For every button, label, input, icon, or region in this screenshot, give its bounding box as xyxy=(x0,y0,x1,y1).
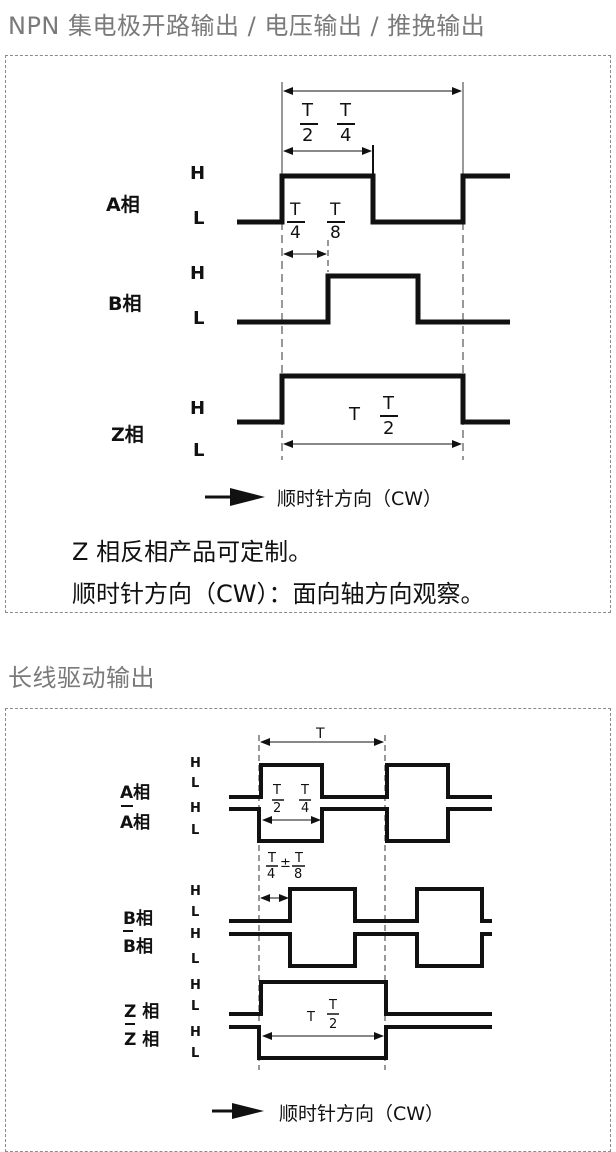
note-cw-definition: 顺时针方向（CW）：面向轴方向观察。 xyxy=(72,580,485,608)
section-title-line-driver: 长线驱动输出 xyxy=(8,664,155,692)
level-low: L xyxy=(191,905,200,920)
plus-minus-sign: ± xyxy=(280,856,291,871)
phase-label-b-inverted: B相 xyxy=(123,937,153,957)
phase-label-a: A相 xyxy=(120,783,151,803)
level-low: L xyxy=(191,1046,200,1061)
frac-den: 8 xyxy=(330,223,341,243)
level-low-a: L xyxy=(193,208,205,229)
npn-timing-diagram xyxy=(205,82,510,506)
phase-label-z-inverted: Z 相 xyxy=(124,1030,160,1050)
level-low: L xyxy=(191,999,200,1014)
frac-den: 4 xyxy=(301,801,310,816)
frac-den: 2 xyxy=(273,801,282,816)
phase-label-b: B相 xyxy=(123,909,153,929)
z-width-label: T xyxy=(349,404,360,425)
frac-den: 4 xyxy=(340,125,352,146)
level-low-b: L xyxy=(193,308,205,329)
section-title-npn: NPN 集电极开路输出 / 电压输出 / 推挽输出 xyxy=(8,12,486,40)
diagram-frame-line-driver xyxy=(5,708,611,1152)
level-high: H xyxy=(190,756,201,771)
frac-den: 2 xyxy=(329,1017,338,1032)
frac-den: 4 xyxy=(267,867,276,882)
z-width-label: T xyxy=(307,1010,315,1025)
frac-num: T xyxy=(302,100,313,121)
level-high: H xyxy=(190,801,201,816)
phase-label-a: A相 xyxy=(106,194,140,216)
frac-num: T xyxy=(383,393,394,414)
frac-num: T xyxy=(295,851,303,866)
level-high: H xyxy=(190,978,201,993)
frac-num: T xyxy=(340,100,351,121)
frac-den: 4 xyxy=(290,223,301,243)
direction-label-cw: 顺时针方向（CW） xyxy=(277,488,443,510)
level-low-z: L xyxy=(193,440,205,461)
frac-num: T xyxy=(273,783,281,798)
frac-num: T xyxy=(301,783,309,798)
level-low: L xyxy=(191,952,200,967)
level-high-z: H xyxy=(190,398,206,419)
frac-num: T xyxy=(330,200,341,220)
line-driver-timing-diagram xyxy=(121,735,492,1119)
frac-num: T xyxy=(268,851,276,866)
level-high-a: H xyxy=(190,163,206,184)
level-high: H xyxy=(190,1025,201,1040)
frac-den: 2 xyxy=(302,125,314,146)
diagram-frame-npn xyxy=(5,55,611,613)
level-high: H xyxy=(190,927,201,942)
level-low: L xyxy=(191,776,200,791)
frac-num: T xyxy=(290,200,301,220)
direction-label-cw: 顺时针方向（CW） xyxy=(279,1103,445,1125)
note-z-custom: Z 相反相产品可定制。 xyxy=(72,538,313,566)
frac-den: 2 xyxy=(383,418,395,439)
phase-label-z: Z相 xyxy=(111,424,144,446)
phase-label-z: Z 相 xyxy=(124,1002,160,1022)
period-label: T xyxy=(316,726,325,742)
phase-label-b: B相 xyxy=(108,293,142,315)
level-high: H xyxy=(190,884,201,899)
frac-den: 8 xyxy=(294,867,303,882)
phase-label-a-inverted: A相 xyxy=(120,813,151,833)
level-low: L xyxy=(191,823,200,838)
level-high-b: H xyxy=(190,263,206,284)
frac-num: T xyxy=(329,998,337,1013)
